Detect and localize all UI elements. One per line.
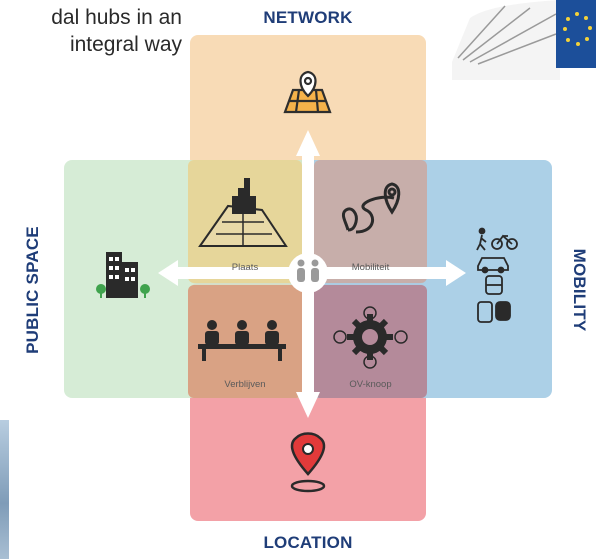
- transport-modes-icon: [476, 227, 518, 323]
- bench-people-icon: [198, 320, 286, 361]
- axis-label-public-space: PUBLIC SPACE: [23, 226, 42, 354]
- axis-label-mobility: MOBILITY: [570, 248, 589, 332]
- heading-line-1: dal hubs in an: [51, 6, 182, 29]
- route-icon: [341, 182, 401, 234]
- gear-hub-icon: [333, 306, 408, 369]
- location-pin-icon: [290, 432, 326, 493]
- axis-label-network: NETWORK: [263, 8, 353, 27]
- axis-label-location: LOCATION: [263, 533, 353, 552]
- people-center-icon: [297, 259, 319, 282]
- heading: dal hubs in an integral way: [0, 4, 182, 58]
- buildings-icon: [96, 252, 150, 298]
- background-photo-fragment: [0, 420, 9, 559]
- heading-line-2: integral way: [69, 33, 182, 56]
- city-map-icon: [198, 178, 288, 247]
- map-pin-icon: [283, 70, 332, 114]
- eu-logo: [452, 0, 596, 80]
